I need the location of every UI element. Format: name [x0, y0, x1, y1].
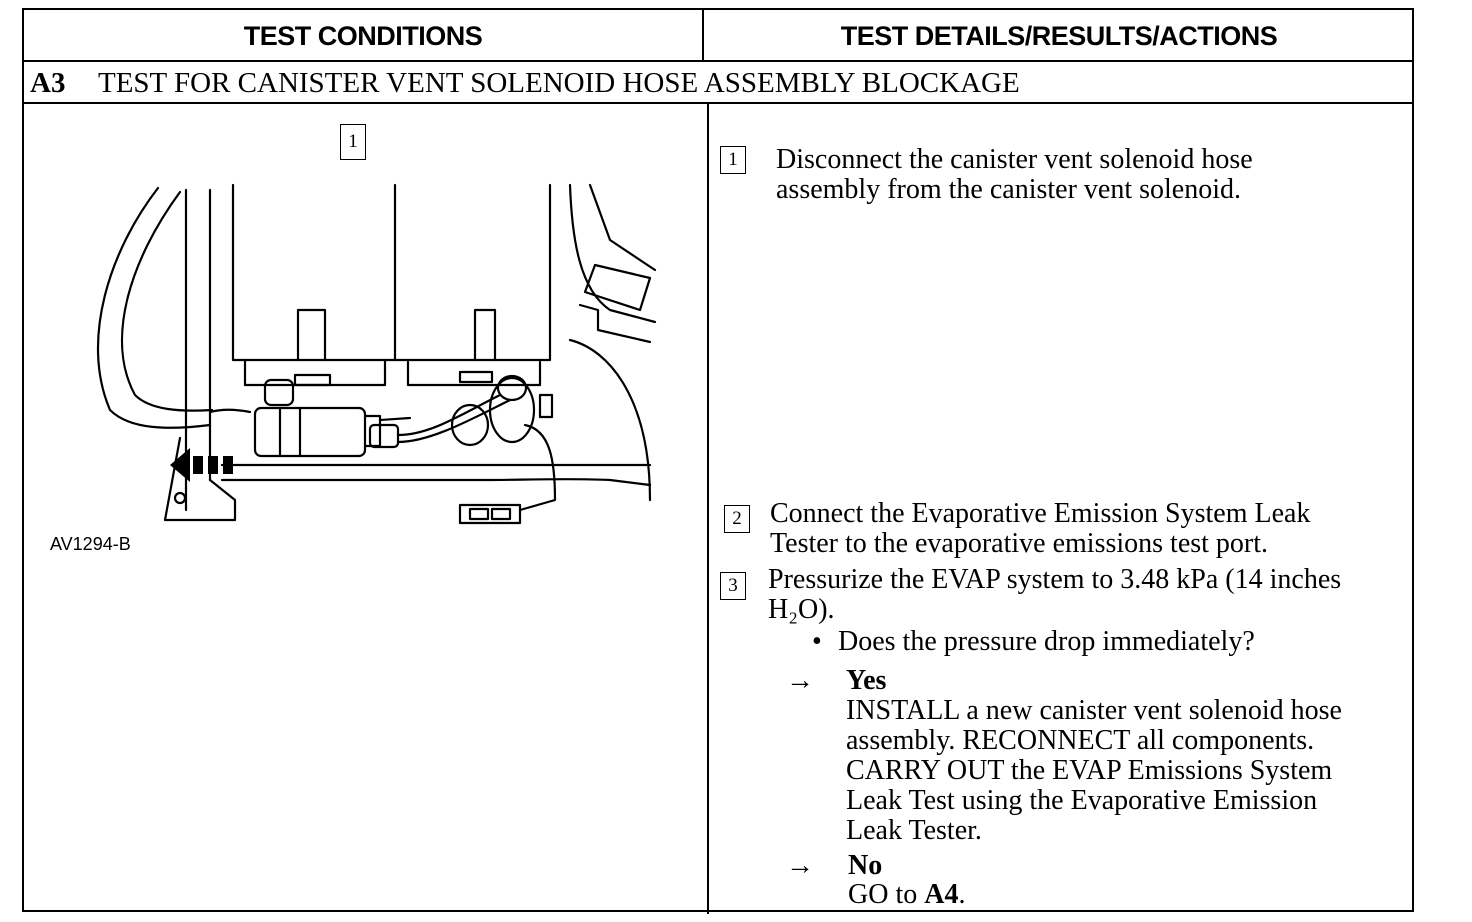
direction-arrow-icon: [170, 448, 233, 482]
yes-line-2: assembly. RECONNECT all components.: [846, 725, 1315, 756]
question-text: Does the pressure drop immediately?: [838, 626, 1255, 657]
figure-step-box: 1: [340, 124, 366, 160]
section-heading: A3 TEST FOR CANISTER VENT SOLENOID HOSE …: [30, 62, 1020, 104]
yes-arrow-icon: →: [786, 665, 814, 696]
header-test-conditions: TEST CONDITIONS: [243, 20, 483, 51]
no-action-prefix: GO to: [848, 879, 925, 910]
no-arrow-icon: →: [786, 850, 814, 881]
column-divider: [707, 104, 709, 914]
step-3-line-1: Pressurize the EVAP system to 3.48 kPa (…: [768, 564, 1342, 595]
step-1-line-2: assembly from the canister vent solenoid…: [776, 174, 1241, 205]
step-2-box: 2: [724, 505, 750, 533]
section-code: A3: [30, 66, 66, 99]
step-1-line-1: Disconnect the canister vent solenoid ho…: [776, 144, 1253, 175]
test-table: TEST CONDITIONS TEST DETAILS/RESULTS/ACT…: [22, 8, 1414, 914]
header-rule: [24, 60, 1412, 62]
step-3-box: 3: [720, 572, 746, 600]
canister-vent-solenoid-illustration: [96, 183, 657, 525]
step-2-line-2: Tester to the evaporative emissions test…: [770, 528, 1269, 559]
step-2-text: Connect the Evaporative Emission System …: [770, 499, 1310, 559]
yes-action: INSTALL a new canister vent solenoid hos…: [846, 696, 1342, 846]
header-divider: [702, 10, 704, 62]
section-rule: [24, 102, 1412, 104]
no-label: No: [848, 850, 883, 881]
figure-label: AV1294-B: [50, 534, 131, 554]
no-action-target[interactable]: A4: [924, 879, 959, 910]
yes-line-1: INSTALL a new canister vent solenoid hos…: [846, 695, 1342, 726]
yes-line-5: Leak Tester.: [846, 815, 982, 846]
step-1-box: 1: [720, 146, 746, 174]
step-3-text: Pressurize the EVAP system to 3.48 kPa (…: [768, 565, 1341, 625]
yes-line-3: CARRY OUT the EVAP Emissions System: [846, 755, 1333, 786]
step-1-text: Disconnect the canister vent solenoid ho…: [776, 145, 1253, 205]
step-3-line-2: H₂O).: [768, 594, 835, 625]
question-bullet: •: [812, 626, 822, 657]
step-2-line-1: Connect the Evaporative Emission System …: [770, 498, 1311, 529]
header-test-details: TEST DETAILS/RESULTS/ACTIONS: [840, 20, 1278, 51]
yes-label: Yes: [846, 665, 887, 696]
no-action-suffix: .: [958, 879, 966, 910]
no-action: GO to A4.: [848, 880, 965, 910]
yes-line-4: Leak Test using the Evaporative Emission: [846, 785, 1318, 816]
section-title: TEST FOR CANISTER VENT SOLENOID HOSE ASS…: [98, 66, 1020, 99]
